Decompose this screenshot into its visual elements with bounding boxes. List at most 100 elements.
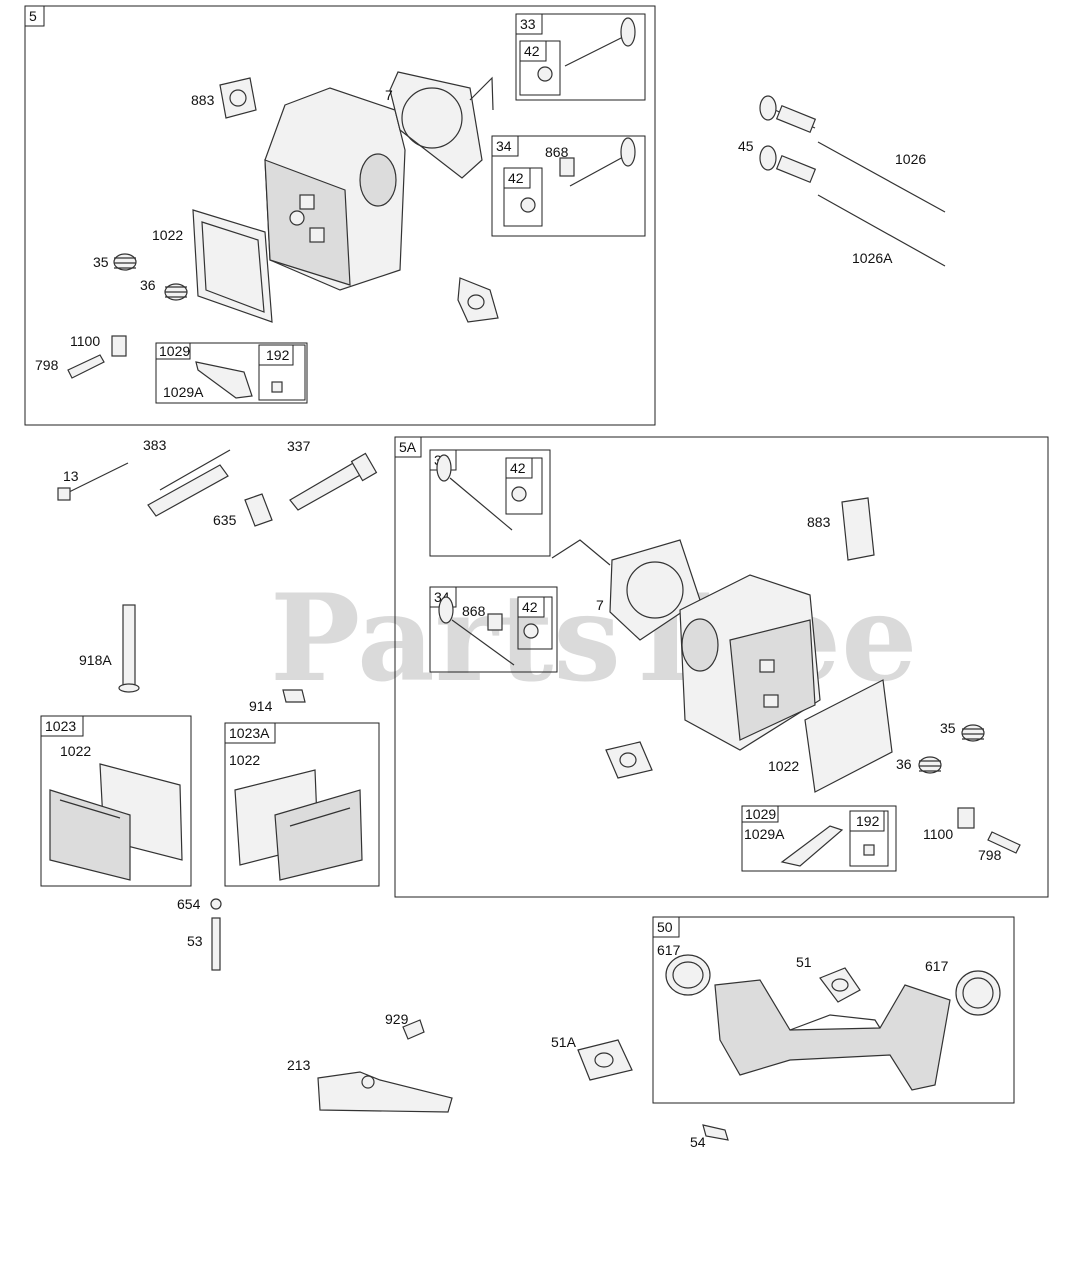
label-a1100: 1100 (923, 826, 953, 842)
box-42-number: 42 (524, 43, 540, 59)
exhaust-valve-b-icon (451, 619, 515, 666)
cylinder-head-b-icon (679, 574, 821, 751)
label-383: 383 (143, 437, 167, 453)
head-gasket-b-icon (609, 539, 701, 641)
o-ring-617a-icon (665, 954, 711, 996)
valve-spring-35-icon (113, 253, 137, 271)
box-34-frame (491, 135, 646, 237)
breather-1100b-icon (957, 807, 975, 829)
label-7: 7 (385, 87, 393, 103)
label-45: 45 (738, 138, 754, 154)
box-1023-number: 1023 (45, 718, 76, 734)
cylinder-head-icon (264, 87, 406, 291)
box-192-number: 192 (266, 347, 290, 363)
box-192a-number: 192 (856, 813, 880, 829)
label-a883: 883 (807, 514, 831, 530)
push-rod-1026-icon (817, 141, 946, 213)
exhaust-gasket-icon (219, 77, 257, 119)
intake-valve-icon (564, 35, 626, 67)
misc-parts-left: 13 383 337 635 918A 914 (57, 437, 378, 714)
stud-53-icon (211, 917, 221, 971)
box-42a-tag (505, 457, 533, 479)
misc-parts-lower: 654 53 929 213 (177, 896, 453, 1113)
exhaust-gasket-b-icon (841, 497, 875, 561)
box-42c-tag (517, 596, 545, 618)
spark-plug-337-icon (289, 461, 363, 511)
box-1023A-number: 1023A (229, 725, 270, 741)
label-798: 798 (35, 357, 59, 373)
box-33a-frame (429, 449, 551, 557)
box-42a-number: 42 (510, 460, 526, 476)
section-50-frame (652, 916, 1015, 1104)
box-42-tag (519, 40, 547, 62)
label-a35: 35 (940, 720, 956, 736)
label-918A: 918A (79, 652, 112, 668)
label-53: 53 (187, 933, 203, 949)
section-50-tag (652, 916, 680, 938)
label-a7: 7 (596, 597, 604, 613)
label-54: 54 (690, 1134, 706, 1150)
section-5A-frame (394, 436, 1049, 898)
rocker-cover-1023-kit: 1023 1022 (40, 715, 192, 887)
breather-1100-icon (111, 335, 127, 357)
box-1023-frame (40, 715, 192, 887)
box-1023A-tag (224, 722, 276, 744)
valve-spring-35b-icon (961, 724, 985, 742)
valve-retainer-icon (537, 66, 553, 82)
screw-914-icon (282, 689, 306, 703)
label-51A: 51A (551, 1034, 577, 1050)
box-1029-tag (155, 342, 191, 360)
label-a798: 798 (978, 847, 1002, 863)
section-50-number: 50 (657, 919, 673, 935)
bolt-54-icon (702, 1124, 729, 1141)
label-a1029A: 1029A (744, 826, 785, 842)
box-1029a-number: 1029 (745, 806, 776, 822)
valve-guide-b-icon (487, 613, 503, 631)
intake-manifold-icon (714, 979, 951, 1091)
rocker-nut-icon (271, 381, 283, 393)
rocker-cover-b-icon (274, 789, 363, 881)
intake-gasket-icon (457, 277, 499, 323)
valve-spring-36-icon (164, 283, 188, 301)
intake-gasket-b-icon (605, 741, 653, 779)
bracket-213-icon (317, 1071, 453, 1113)
label-654: 654 (177, 896, 201, 912)
label-1022-b: 1022 (60, 743, 91, 759)
section-5-tag (24, 5, 45, 27)
bolt-798-icon (67, 354, 105, 379)
label-a868: 868 (462, 603, 486, 619)
valve-retainer-d-icon (523, 623, 539, 639)
rocker-arm-icon (195, 361, 253, 399)
box-1029a-frame (741, 805, 897, 872)
gasket-51A-icon (577, 1039, 633, 1081)
label-13: 13 (63, 468, 79, 484)
rocker-cover-icon (49, 789, 131, 881)
box-34-number: 34 (496, 138, 512, 154)
tube-918A-icon (122, 604, 136, 688)
valve-retainer-b-icon (520, 197, 536, 213)
box-1029a-tag (741, 805, 779, 823)
label-635: 635 (213, 512, 237, 528)
box-1023A-frame (224, 722, 380, 887)
gasket-51-icon (819, 967, 861, 1003)
label-1100: 1100 (70, 333, 100, 349)
head-gasket-icon (389, 71, 494, 179)
label-1029A: 1029A (163, 384, 204, 400)
label-868: 868 (545, 144, 569, 160)
label-213: 213 (287, 1057, 311, 1073)
label-914: 914 (249, 698, 273, 714)
label-a36: 36 (896, 756, 912, 772)
label-617-a: 617 (657, 942, 681, 958)
screw-929-icon (402, 1019, 425, 1040)
box-192-tag (258, 344, 294, 366)
push-rod-1026A-icon (817, 194, 946, 267)
label-36: 36 (140, 277, 156, 293)
rocker-cover-gasket-b-icon (804, 679, 893, 793)
valve-guide-icon (559, 157, 575, 177)
box-34-tag (491, 135, 519, 157)
section-5-number: 5 (29, 8, 37, 24)
rocker-arm-b-icon (780, 825, 844, 867)
section-5A-number: 5A (399, 439, 417, 455)
label-1026: 1026 (895, 151, 926, 167)
label-929: 929 (385, 1011, 409, 1027)
